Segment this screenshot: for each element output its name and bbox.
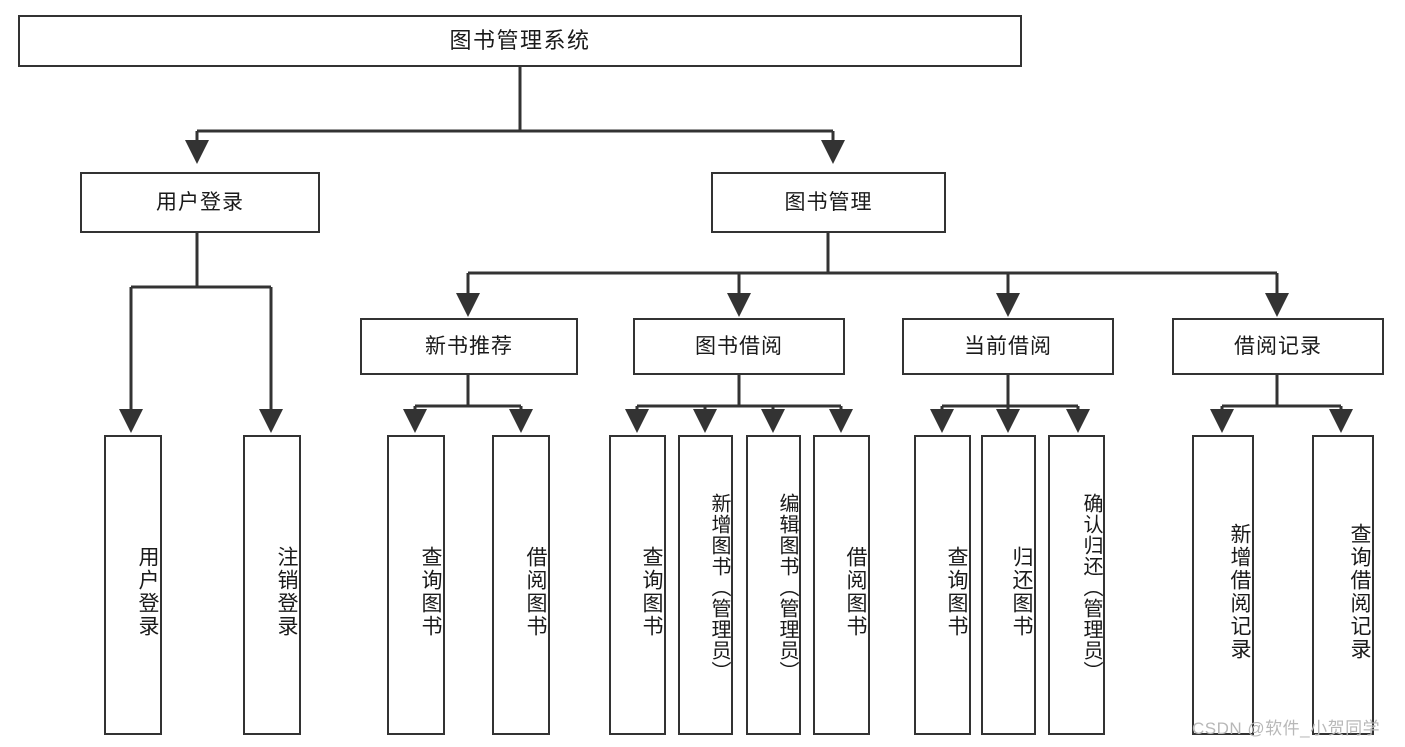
- node-label: 查询图书: [419, 546, 442, 638]
- node-label: 用户登录: [136, 546, 159, 638]
- node-root-book-management-system[interactable]: 图书管理系统: [18, 15, 1022, 67]
- leaf-query-book-current[interactable]: 查询图书: [914, 435, 971, 735]
- node-book-borrow[interactable]: 图书借阅: [633, 318, 845, 375]
- node-label: 归还图书: [1010, 546, 1033, 638]
- node-label: 新增图书（管理员）: [708, 492, 730, 682]
- node-borrow-record[interactable]: 借阅记录: [1172, 318, 1384, 375]
- node-current-borrow[interactable]: 当前借阅: [902, 318, 1114, 375]
- node-label: 注销登录: [275, 546, 298, 638]
- node-label: 借阅图书: [844, 546, 867, 638]
- node-label: 借阅图书: [524, 546, 547, 638]
- node-new-book-recommend[interactable]: 新书推荐: [360, 318, 578, 375]
- leaf-logout[interactable]: 注销登录: [243, 435, 301, 735]
- leaf-add-borrow-record[interactable]: 新增借阅记录: [1192, 435, 1254, 735]
- leaf-borrow-book-recommend[interactable]: 借阅图书: [492, 435, 550, 735]
- node-label: 借阅记录: [1234, 334, 1322, 358]
- leaf-return-book[interactable]: 归还图书: [981, 435, 1036, 735]
- node-label: 图书管理系统: [449, 27, 591, 53]
- leaf-confirm-return-admin[interactable]: 确认归还（管理员）: [1048, 435, 1105, 735]
- node-label: 确认归还（管理员）: [1080, 492, 1102, 682]
- leaf-edit-book-admin[interactable]: 编辑图书（管理员）: [746, 435, 801, 735]
- leaf-user-login[interactable]: 用户登录: [104, 435, 162, 735]
- node-label: 新增借阅记录: [1228, 523, 1251, 661]
- node-book-management[interactable]: 图书管理: [711, 172, 946, 233]
- leaf-query-borrow-record[interactable]: 查询借阅记录: [1312, 435, 1374, 735]
- node-label: 查询图书: [640, 546, 663, 638]
- node-label: 图书借阅: [695, 334, 783, 358]
- node-label: 编辑图书（管理员）: [776, 492, 798, 682]
- node-label: 查询图书: [945, 546, 968, 638]
- leaf-query-book-recommend[interactable]: 查询图书: [387, 435, 445, 735]
- node-label: 查询借阅记录: [1348, 523, 1371, 661]
- leaf-borrow-book[interactable]: 借阅图书: [813, 435, 870, 735]
- node-label: 用户登录: [156, 190, 244, 214]
- node-user-login[interactable]: 用户登录: [80, 172, 320, 233]
- node-label: 新书推荐: [425, 334, 513, 358]
- node-label: 当前借阅: [964, 334, 1052, 358]
- csdn-watermark: CSDN @软件_小贺同学: [1192, 719, 1381, 738]
- node-label: 图书管理: [784, 190, 873, 214]
- leaf-add-book-admin[interactable]: 新增图书（管理员）: [678, 435, 733, 735]
- leaf-query-book-borrow[interactable]: 查询图书: [609, 435, 666, 735]
